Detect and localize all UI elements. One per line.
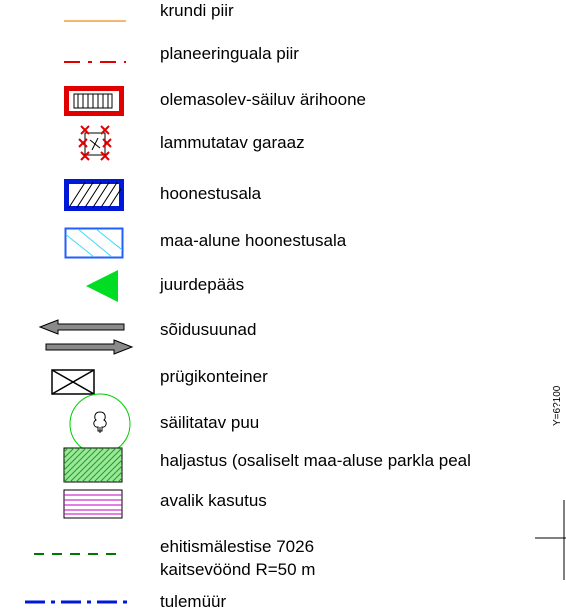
legend-label-ehitismalestis: ehitismälestise 7026 bbox=[160, 537, 315, 556]
cyan-hatched-rect-icon bbox=[64, 227, 124, 259]
demolish-garage-icon bbox=[76, 123, 114, 163]
blue-dash-dot-line-icon bbox=[25, 599, 129, 605]
tree-circle-icon bbox=[69, 393, 131, 455]
legend-label-hoonestusala: hoonestusala bbox=[160, 184, 262, 203]
legend-label-avalik-kasutus: avalik kasutus bbox=[160, 491, 267, 510]
legend-label-soidusuunad: sõidusuunad bbox=[160, 320, 257, 339]
double-arrow-icon bbox=[38, 318, 134, 356]
magenta-lined-rect-icon bbox=[63, 489, 123, 519]
red-dash-dot-line-icon bbox=[64, 59, 126, 65]
legend-label-prugikonteiner: prügikonteiner bbox=[160, 367, 268, 386]
legend-label-lammutatav-garaaz: lammutatav garaaz bbox=[160, 133, 305, 152]
legend-label-juurdepaas: juurdepääs bbox=[160, 275, 245, 294]
blue-hatched-rect-icon bbox=[64, 179, 124, 211]
legend-label-sailitatav-puu: säilitatav puu bbox=[160, 413, 260, 432]
green-dashed-line-icon bbox=[34, 552, 124, 556]
legend-label-maa-alune-hoonestusala: maa-alune hoonestusala bbox=[160, 231, 347, 250]
legend-label-kaitsevoond: kaitsevöönd R=50 m bbox=[160, 560, 316, 579]
legend-label-krundi-piir: krundi piir bbox=[160, 1, 234, 20]
coordinate-label: Y=6?100 bbox=[552, 385, 563, 426]
orange-line-icon bbox=[64, 19, 126, 23]
legend-label-tulemuur: tulemüür bbox=[160, 592, 227, 611]
container-x-icon bbox=[51, 369, 95, 395]
map-grid-mark bbox=[535, 480, 566, 580]
green-triangle-icon bbox=[84, 268, 120, 304]
legend-label-arihoone: olemasolev-säiluv ärihoone bbox=[160, 90, 367, 109]
red-hatched-rect-icon bbox=[64, 86, 124, 116]
green-hatched-rect-icon bbox=[63, 447, 123, 483]
legend-label-haljastus: haljastus (osaliselt maa-aluse parkla pe… bbox=[160, 451, 471, 470]
legend-label-planeeringuala-piir: planeeringuala piir bbox=[160, 44, 299, 63]
